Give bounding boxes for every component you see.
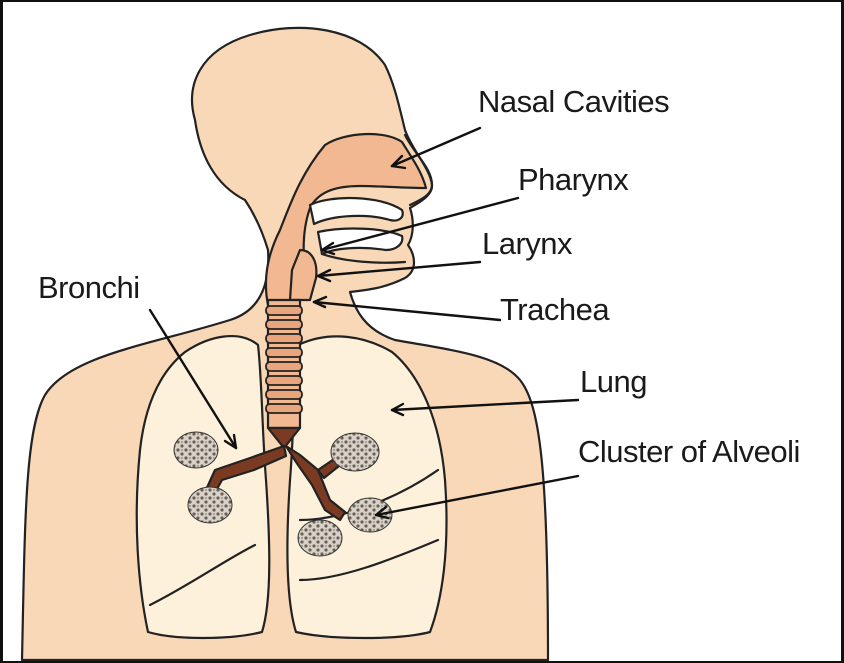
label-cluster-of-alveoli: Cluster of Alveoli <box>578 434 800 469</box>
label-nasal-cavities: Nasal Cavities <box>478 84 669 119</box>
label-pharynx: Pharynx <box>518 162 629 197</box>
label-larynx: Larynx <box>482 226 573 261</box>
label-lung: Lung <box>580 364 647 399</box>
trachea <box>266 300 302 448</box>
label-bronchi: Bronchi <box>38 270 140 305</box>
label-trachea: Trachea <box>500 292 610 327</box>
